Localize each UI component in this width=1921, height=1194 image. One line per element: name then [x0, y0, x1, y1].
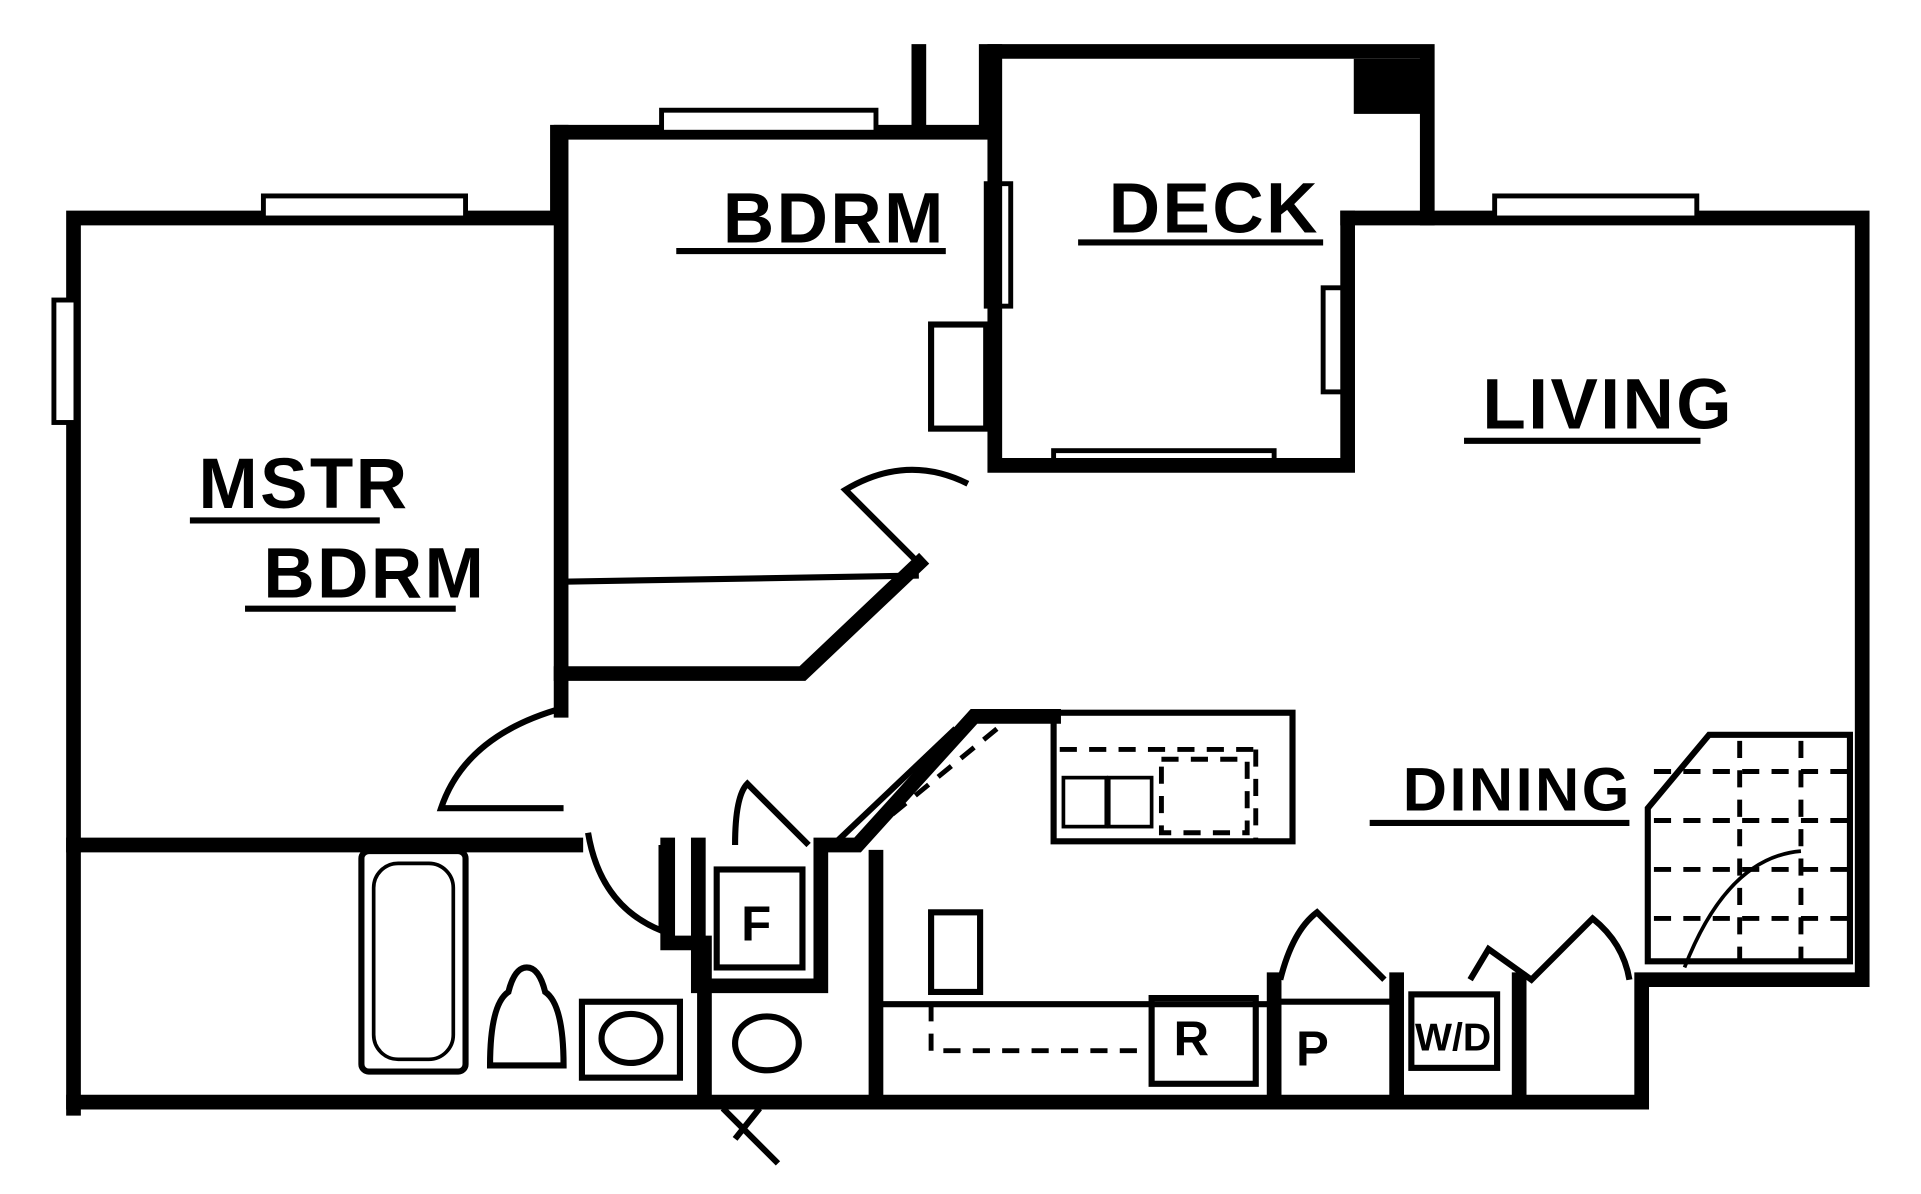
master-bedroom-label-2: BDRM: [263, 535, 486, 614]
furnace-label: F: [741, 898, 771, 952]
tile-area: [1644, 731, 1854, 969]
windows: [51, 107, 1700, 471]
interior-walls: [66, 44, 1527, 1110]
bathroom-fixtures: [358, 848, 802, 1081]
washer-dryer-box: [1408, 991, 1501, 1071]
bathtub-icon: [358, 848, 469, 1075]
sink-icon: [598, 1010, 664, 1067]
washer-dryer-label: W/D: [1415, 1017, 1491, 1060]
sink-icon: [732, 1013, 802, 1074]
room-labels: MSTR BDRM BDRM DECK LIVING DINING: [189, 170, 1734, 827]
toilet-icon: [486, 964, 567, 1069]
doors: [436, 466, 1633, 1166]
living-label: LIVING: [1482, 366, 1734, 445]
furnace-box: [713, 866, 806, 971]
refrigerator-label: R: [1174, 1013, 1209, 1067]
kitchen-counter: [928, 709, 1296, 1054]
refrigerator-box: [1148, 995, 1259, 1087]
pantry-label: P: [1296, 1022, 1329, 1076]
deck-label: DECK: [1109, 170, 1320, 249]
dining-label: DINING: [1403, 756, 1632, 824]
master-bedroom-label: MSTR: [198, 445, 409, 524]
bedroom-label: BDRM: [723, 179, 946, 258]
